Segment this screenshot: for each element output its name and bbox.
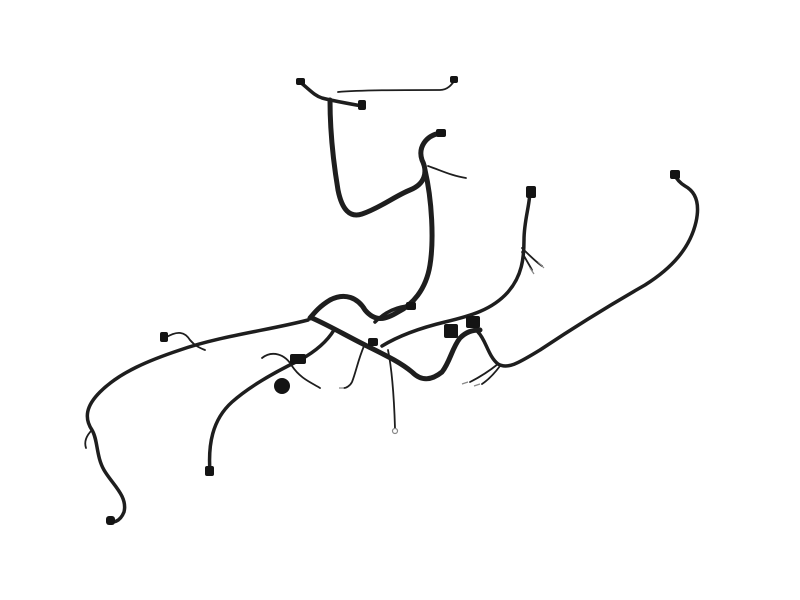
center-short-wire [343,345,365,389]
far-right-wire [476,172,700,368]
terminal-tails [339,261,545,389]
center-vertical-wire [307,167,435,321]
connector-trunk-2 [466,316,480,328]
upper-drop-wire [327,97,443,218]
connector-left-end [106,516,115,525]
connector-lower-left [205,466,214,476]
cluster-wire [261,352,321,389]
connector-mid [406,302,416,310]
terminal-center-drop [391,427,399,435]
connector-far-right [670,170,680,179]
center-drop-wire [387,349,396,429]
connector-round [274,378,290,394]
connector-trunk-1 [444,324,458,338]
right-short-tails [469,363,501,385]
top-wire [298,80,364,108]
connector-left [160,332,168,342]
main-trunk-wire [309,315,483,382]
connector-upper [436,129,446,137]
left-long-wire [85,318,310,524]
connector-center [368,338,378,346]
upper-right-tails [521,247,543,271]
lower-left-wire [207,328,336,474]
connector-right-upper [526,186,536,198]
connector-cluster [290,354,306,364]
harness-wires [84,79,700,524]
connector-top-mid [358,100,366,110]
upper-short-wire [427,165,467,179]
right-upper-wire [380,188,532,348]
connector-top-right [450,76,458,83]
connectors [106,76,680,525]
left-connector-wire [164,332,206,351]
connector-top-left [296,78,305,85]
top-right-wire [337,79,456,93]
left-tail-wire [84,429,93,449]
